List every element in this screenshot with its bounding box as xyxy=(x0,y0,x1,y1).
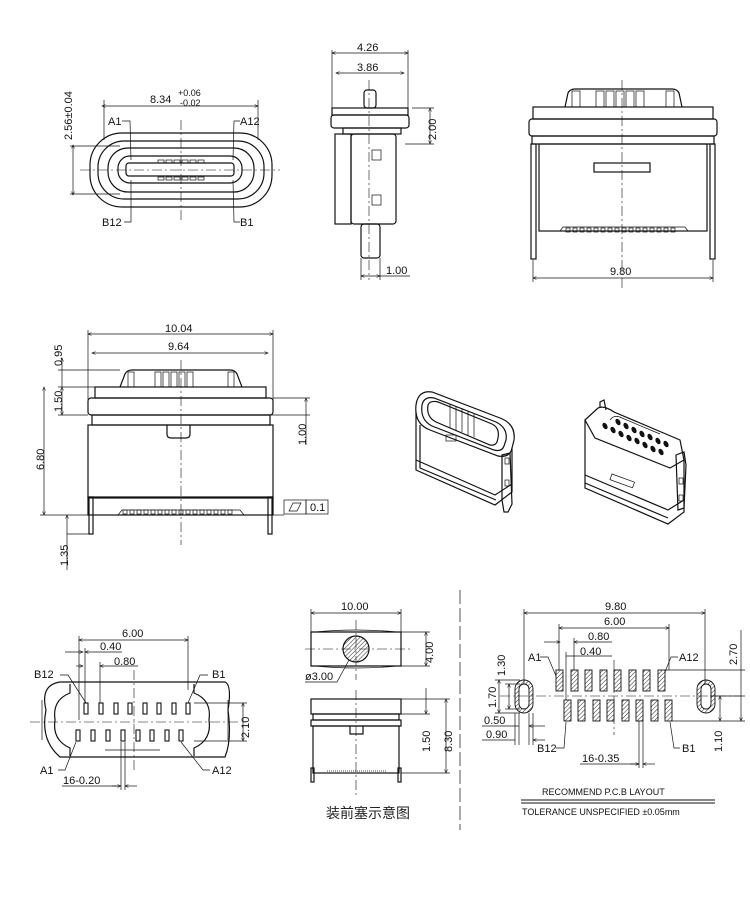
dim-row-gap: 2.10 xyxy=(240,717,252,738)
view-front-top: 8.34 +0.06 -0.02 2.56±0.04 A1 A12 B12 B1 xyxy=(63,88,280,229)
pin-label-b12: B12 xyxy=(537,743,557,755)
dim-leg-width: 1.00 xyxy=(386,265,407,277)
dim-span: 6.00 xyxy=(122,628,143,640)
dim-width-tol-minus: -0.02 xyxy=(180,98,201,108)
pin-label-a12: A12 xyxy=(212,765,232,777)
pin-label-a1: A1 xyxy=(40,765,53,777)
contact-row xyxy=(157,159,205,181)
pin-row-top xyxy=(83,702,191,715)
dim-total-height: 8.30 xyxy=(443,731,455,752)
isometric-front xyxy=(415,391,515,513)
dim-slot-outer: 1.70 xyxy=(487,687,499,708)
dim-right-step: 1.00 xyxy=(297,424,309,445)
pad-row-bottom xyxy=(563,699,673,722)
dim-pitch: 0.80 xyxy=(114,656,135,668)
dim-inner-width: 9.64 xyxy=(168,341,189,353)
contact-row xyxy=(565,227,676,233)
flatness-symbol-box xyxy=(283,499,307,515)
dim-outer-width: 4.26 xyxy=(357,42,378,54)
view-pcb-layout: 9.80 6.00 0.80 0.40 1.30 1.70 xyxy=(482,601,745,817)
dim-width: 9.80 xyxy=(610,266,631,278)
pin-label-b1: B1 xyxy=(682,743,695,755)
dim-lower-offset: 1.10 xyxy=(713,731,725,752)
dim-height-total: 2.70 xyxy=(728,644,740,665)
dim-width: 9.80 xyxy=(605,601,626,613)
view-front-main: 10.04 9.64 0.95 1.50 6.80 1.35 xyxy=(35,323,329,570)
isometric-back xyxy=(584,399,687,525)
tolerance-note: TOLERANCE UNSPECIFIED ±0.05mm xyxy=(522,807,680,817)
dim-slot-width: 0.50 xyxy=(484,715,505,727)
dim-slot-outer-width: 0.90 xyxy=(486,729,507,741)
dim-top-step: 0.95 xyxy=(53,345,65,366)
dim-pitch-half: 0.40 xyxy=(100,641,121,653)
dim-outer-width: 10.04 xyxy=(165,323,193,335)
flatness-value-box xyxy=(305,499,329,515)
flatness-value: 0.1 xyxy=(310,502,325,514)
dim-leg-length: 1.35 xyxy=(59,545,71,566)
pad-row-top xyxy=(555,669,666,692)
dim-top-height: 2.00 xyxy=(427,119,439,140)
dim-height: 4.00 xyxy=(424,642,436,663)
dim-pad-width: 16-0.20 xyxy=(63,775,100,787)
dim-width-tol-plus: +0.06 xyxy=(178,88,201,98)
pin-row-bottom xyxy=(75,729,184,742)
dim-pad-width: 16-0.35 xyxy=(582,753,619,765)
pin-label-a12: A12 xyxy=(679,652,699,664)
dim-slot-height: 1.30 xyxy=(496,655,508,676)
dim-width: 8.34 xyxy=(150,94,171,106)
dim-flange: 1.50 xyxy=(53,391,65,412)
pin-label-b1: B1 xyxy=(240,217,253,229)
plug-cap-caption: 装前塞示意图 xyxy=(326,805,410,822)
view-bottom-pins: 6.00 0.40 0.80 2.10 B12 B1 A1 A xyxy=(30,628,252,790)
view-back: 9.80 xyxy=(528,80,718,290)
pin-label-b1: B1 xyxy=(212,669,225,681)
dim-pitch-half: 0.40 xyxy=(580,646,601,658)
flatness-icon xyxy=(288,502,302,512)
dim-width: 10.00 xyxy=(341,601,369,613)
pin-label-a1: A1 xyxy=(528,652,541,664)
dim-height: 2.56±0.04 xyxy=(63,91,75,140)
pin-label-a12: A12 xyxy=(240,116,260,128)
dim-pitch: 0.80 xyxy=(588,631,609,643)
view-plug-cap: 10.00 4.00 ø3.00 1.50 8.30 装前塞示意图 xyxy=(305,601,455,822)
pin-label-a1: A1 xyxy=(108,116,121,128)
dim-span: 6.00 xyxy=(604,616,625,628)
pcb-layout-title: RECOMMEND P.C.B LAYOUT xyxy=(542,787,665,797)
dim-total-height: 6.80 xyxy=(35,449,47,470)
pin-label-b12: B12 xyxy=(34,669,54,681)
dim-flange: 1.50 xyxy=(421,731,433,752)
contact-row xyxy=(122,509,233,515)
dim-inner-width: 3.86 xyxy=(357,62,378,74)
view-side: 4.26 3.86 2.00 1.00 xyxy=(330,42,439,280)
dim-hole-dia: ø3.00 xyxy=(305,671,333,683)
pin-label-b12: B12 xyxy=(102,217,122,229)
